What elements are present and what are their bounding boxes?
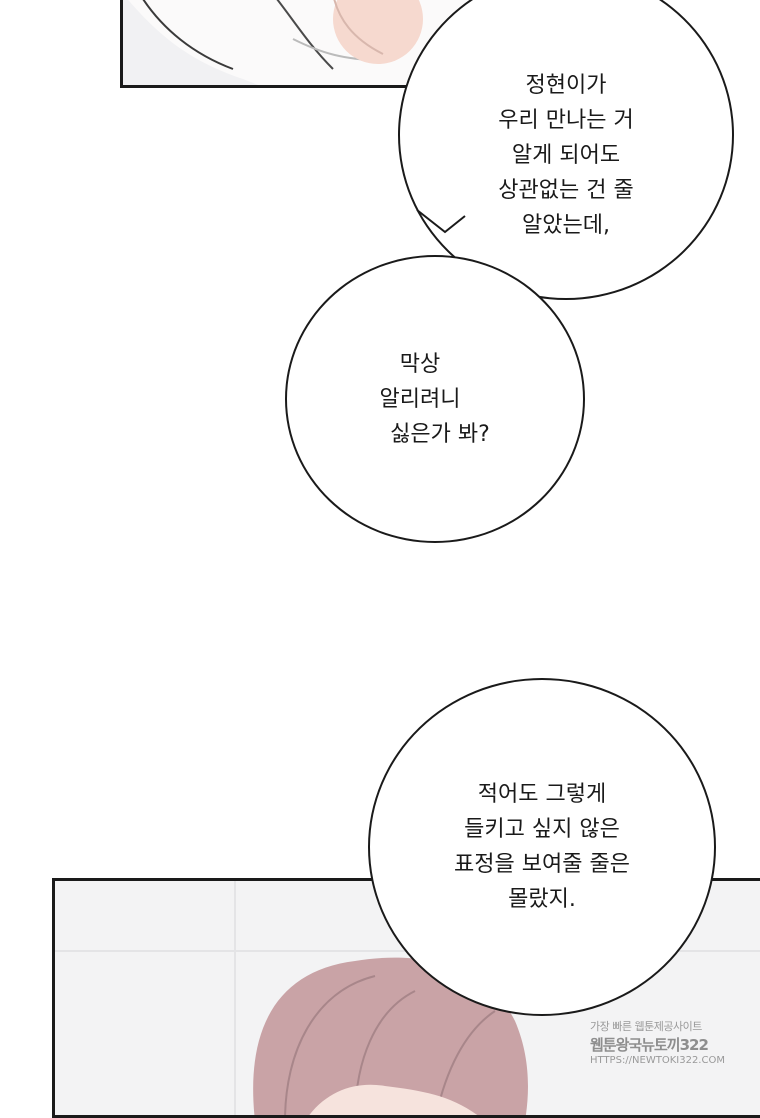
watermark-line: 가장 빠른 웹툰제공사이트 xyxy=(590,1020,702,1033)
bubble-line: 알게 되어도 xyxy=(511,142,621,168)
bubble-line: 막상 xyxy=(399,351,441,377)
chin-line xyxy=(333,0,384,55)
bubble-line: 정현이가 xyxy=(525,72,607,98)
bubble-tail xyxy=(416,209,466,234)
bubble-line: 싫은가 봐? xyxy=(390,421,490,447)
top-panel-art xyxy=(123,0,423,85)
clothing-line xyxy=(142,0,234,70)
bubble-line: 몰랐지. xyxy=(508,887,576,912)
bubble-line: 우리 만나는 거 xyxy=(498,107,634,133)
bubble-line: 표정을 보여줄 줄은 xyxy=(454,852,630,877)
speech-bubble-1: 정현이가 우리 만나는 거 알게 되어도 상관없는 건 줄 알았는데, xyxy=(398,0,734,300)
bubble-line: 알리려니 xyxy=(379,386,461,412)
speech-bubble-2: 막상 알리려니 싫은가 봐? xyxy=(285,255,585,543)
hair-strand xyxy=(284,975,376,1115)
bubble-line: 알았는데, xyxy=(522,212,610,238)
bubble-3-text: 적어도 그렇게 들키고 싶지 않은 표정을 보여줄 줄은 몰랐지. xyxy=(454,777,630,917)
bubble-line: 들키고 싶지 않은 xyxy=(464,817,620,842)
bubble-1-text: 정현이가 우리 만나는 거 알게 되어도 상관없는 건 줄 알았는데, xyxy=(498,28,633,243)
hair-shape xyxy=(253,957,528,1115)
clothing-fold xyxy=(123,0,258,85)
top-illustration-panel xyxy=(120,0,480,88)
site-watermark: 가장 빠른 웹툰제공사이트 웹툰왕국뉴토끼322 HTTPS://NEWTOKI… xyxy=(590,1018,750,1066)
skin-area xyxy=(333,0,423,64)
speech-bubble-3: 적어도 그렇게 들키고 싶지 않은 표정을 보여줄 줄은 몰랐지. xyxy=(368,678,716,1016)
watermark-line: 웹툰왕국뉴토끼322 xyxy=(590,1036,709,1054)
collar-line xyxy=(276,0,334,70)
bubble-line: 적어도 그렇게 xyxy=(477,782,607,807)
bubble-line: 상관없는 건 줄 xyxy=(498,177,634,203)
bubble-2-text: 막상 알리려니 싫은가 봐? xyxy=(350,347,490,452)
watermark-line: HTTPS://NEWTOKI322.COM xyxy=(590,1055,725,1066)
